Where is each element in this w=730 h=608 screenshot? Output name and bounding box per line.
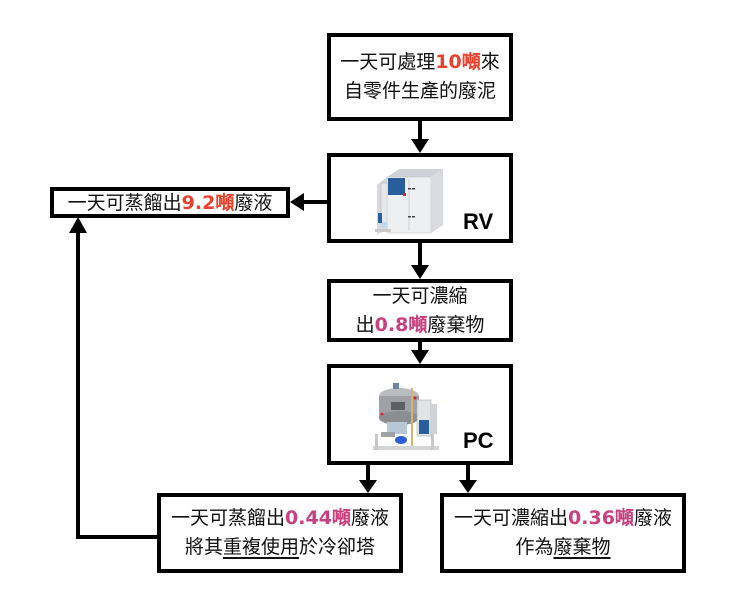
concentrate-pc-use-emphasis: 廢棄物	[553, 536, 611, 558]
node-distillate-pc: 一天可蒸餾出0.44噸廢液 將其重複使用於冷卻塔	[157, 493, 403, 573]
pc-machine-image	[373, 383, 439, 450]
distillate-pc-suffix: 廢液	[350, 507, 389, 529]
arrowhead-rv-to-concentrate	[411, 265, 429, 279]
node-concentrate-pc: 一天可濃縮出0.36噸廢液 作為廢棄物	[440, 493, 686, 573]
distillate-rv-amount: 9.2噸	[181, 191, 235, 214]
arrowhead-pc-to-concentrate-pc	[459, 480, 477, 493]
concentrate-pc-line-2: 作為廢棄物	[515, 533, 610, 562]
pc-label: PC	[463, 428, 494, 453]
concentrate-rv-suffix: 廢棄物	[427, 313, 485, 336]
concentrate-rv-prefix: 出	[355, 313, 375, 336]
arrowhead-input-to-rv	[411, 139, 429, 153]
distillate-rv-text: 一天可蒸餾出9.2噸廢液	[68, 192, 273, 214]
concentrate-pc-line-1: 一天可濃縮出0.36噸廢液	[454, 504, 672, 533]
distillate-pc-reuse-prefix: 將其	[184, 536, 223, 558]
node-pc: PC	[327, 364, 513, 465]
node-concentrate-rv: 一天可濃縮 出0.8噸廢棄物	[327, 279, 513, 342]
arrowhead-concentrate-to-pc	[411, 350, 429, 364]
edge-distillate-pc-to-distillate-rv	[76, 232, 157, 539]
arrowhead-pc-to-distillate-pc	[359, 480, 377, 493]
distillate-pc-line-1: 一天可蒸餾出0.44噸廢液	[171, 504, 389, 533]
concentrate-pc-suffix: 廢液	[633, 507, 672, 529]
input-text-suffix: 來	[480, 51, 500, 73]
arrowhead-distillate-pc-to-distillate-rv	[69, 217, 87, 233]
node-distillate-rv: 一天可蒸餾出9.2噸廢液	[50, 187, 290, 218]
concentrate-rv-amount: 0.8噸	[374, 313, 428, 336]
concentrate-pc-prefix: 一天可濃縮出	[454, 507, 569, 529]
concentrate-pc-use-prefix: 作為	[515, 536, 554, 558]
input-amount: 10噸	[435, 51, 481, 73]
node-input-sludge: 一天可處理10噸來 自零件生產的廢泥	[327, 33, 513, 121]
distillate-rv-suffix: 廢液	[234, 191, 273, 214]
concentrate-rv-line-1: 一天可濃縮	[372, 284, 468, 307]
distillate-pc-reuse-emphasis: 重複使用	[222, 536, 299, 558]
arrowhead-rv-to-distillate	[290, 193, 304, 211]
input-line-1: 一天可處理10噸來	[340, 48, 499, 77]
distillate-pc-amount: 0.44噸	[285, 507, 351, 529]
concentrate-pc-amount: 0.36噸	[568, 507, 634, 529]
node-rv: RV	[327, 153, 513, 243]
rv-label: RV	[463, 209, 494, 234]
rv-machine-image	[375, 169, 443, 235]
input-line-2: 自零件生產的廢泥	[343, 80, 496, 102]
distillate-rv-prefix: 一天可蒸餾出	[67, 191, 182, 214]
input-text-prefix: 一天可處理	[340, 51, 436, 73]
distillate-pc-reuse-suffix: 於冷卻塔	[299, 536, 376, 558]
concentrate-rv-line-2: 出0.8噸廢棄物	[356, 311, 485, 340]
distillate-pc-line-2: 將其重複使用於冷卻塔	[185, 533, 375, 562]
distillate-pc-prefix: 一天可蒸餾出	[171, 507, 286, 529]
